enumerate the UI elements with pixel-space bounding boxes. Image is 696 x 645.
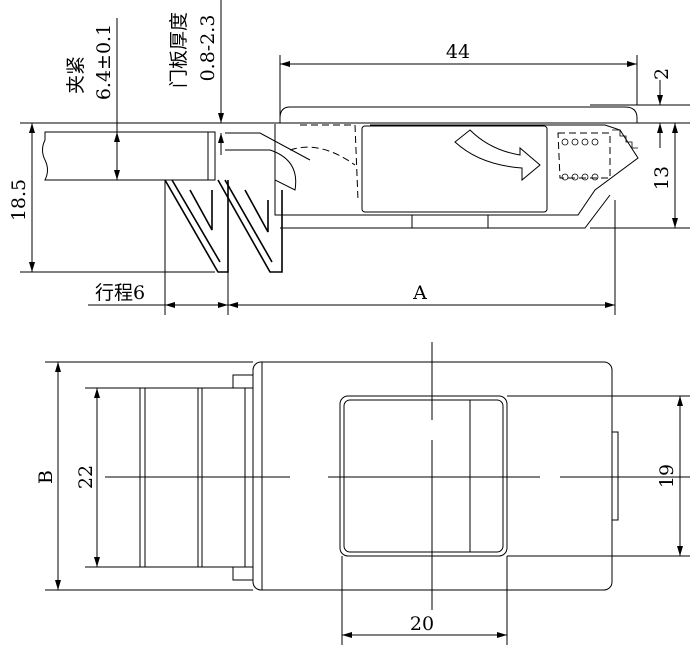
direction-arrow-icon: [454, 129, 541, 182]
dim-20: 20: [410, 613, 434, 635]
spring-claw-left: [164, 179, 229, 273]
door-thickness-value: 0.8-2.3: [197, 15, 219, 82]
dim-13: 13: [651, 166, 673, 190]
door-panel: [42, 131, 216, 181]
dim-A: A: [412, 282, 427, 304]
spring-claw-right: [217, 179, 283, 273]
side-view: 18.5 夹紧 6.4±0.1 门板厚度 0.8-2.3 44 2 13 行程6…: [8, 0, 690, 315]
dim-22: 22: [75, 465, 97, 489]
dim-B: B: [35, 470, 57, 484]
push-button: [339, 395, 508, 557]
clamp-label: 夹紧: [65, 56, 87, 94]
dim-2: 2: [651, 68, 673, 80]
plan-view: B 22 19 20: [35, 342, 690, 645]
clamp-value: 6.4±0.1: [93, 24, 115, 100]
spring-icon: [561, 129, 638, 181]
dim-44: 44: [446, 41, 470, 63]
dim-18-5: 18.5: [8, 179, 30, 221]
latch-housing: [290, 106, 638, 123]
stroke-label: 行程6: [95, 282, 145, 304]
door-thickness-label: 门板厚度: [168, 12, 190, 88]
dim-19: 19: [656, 464, 678, 488]
